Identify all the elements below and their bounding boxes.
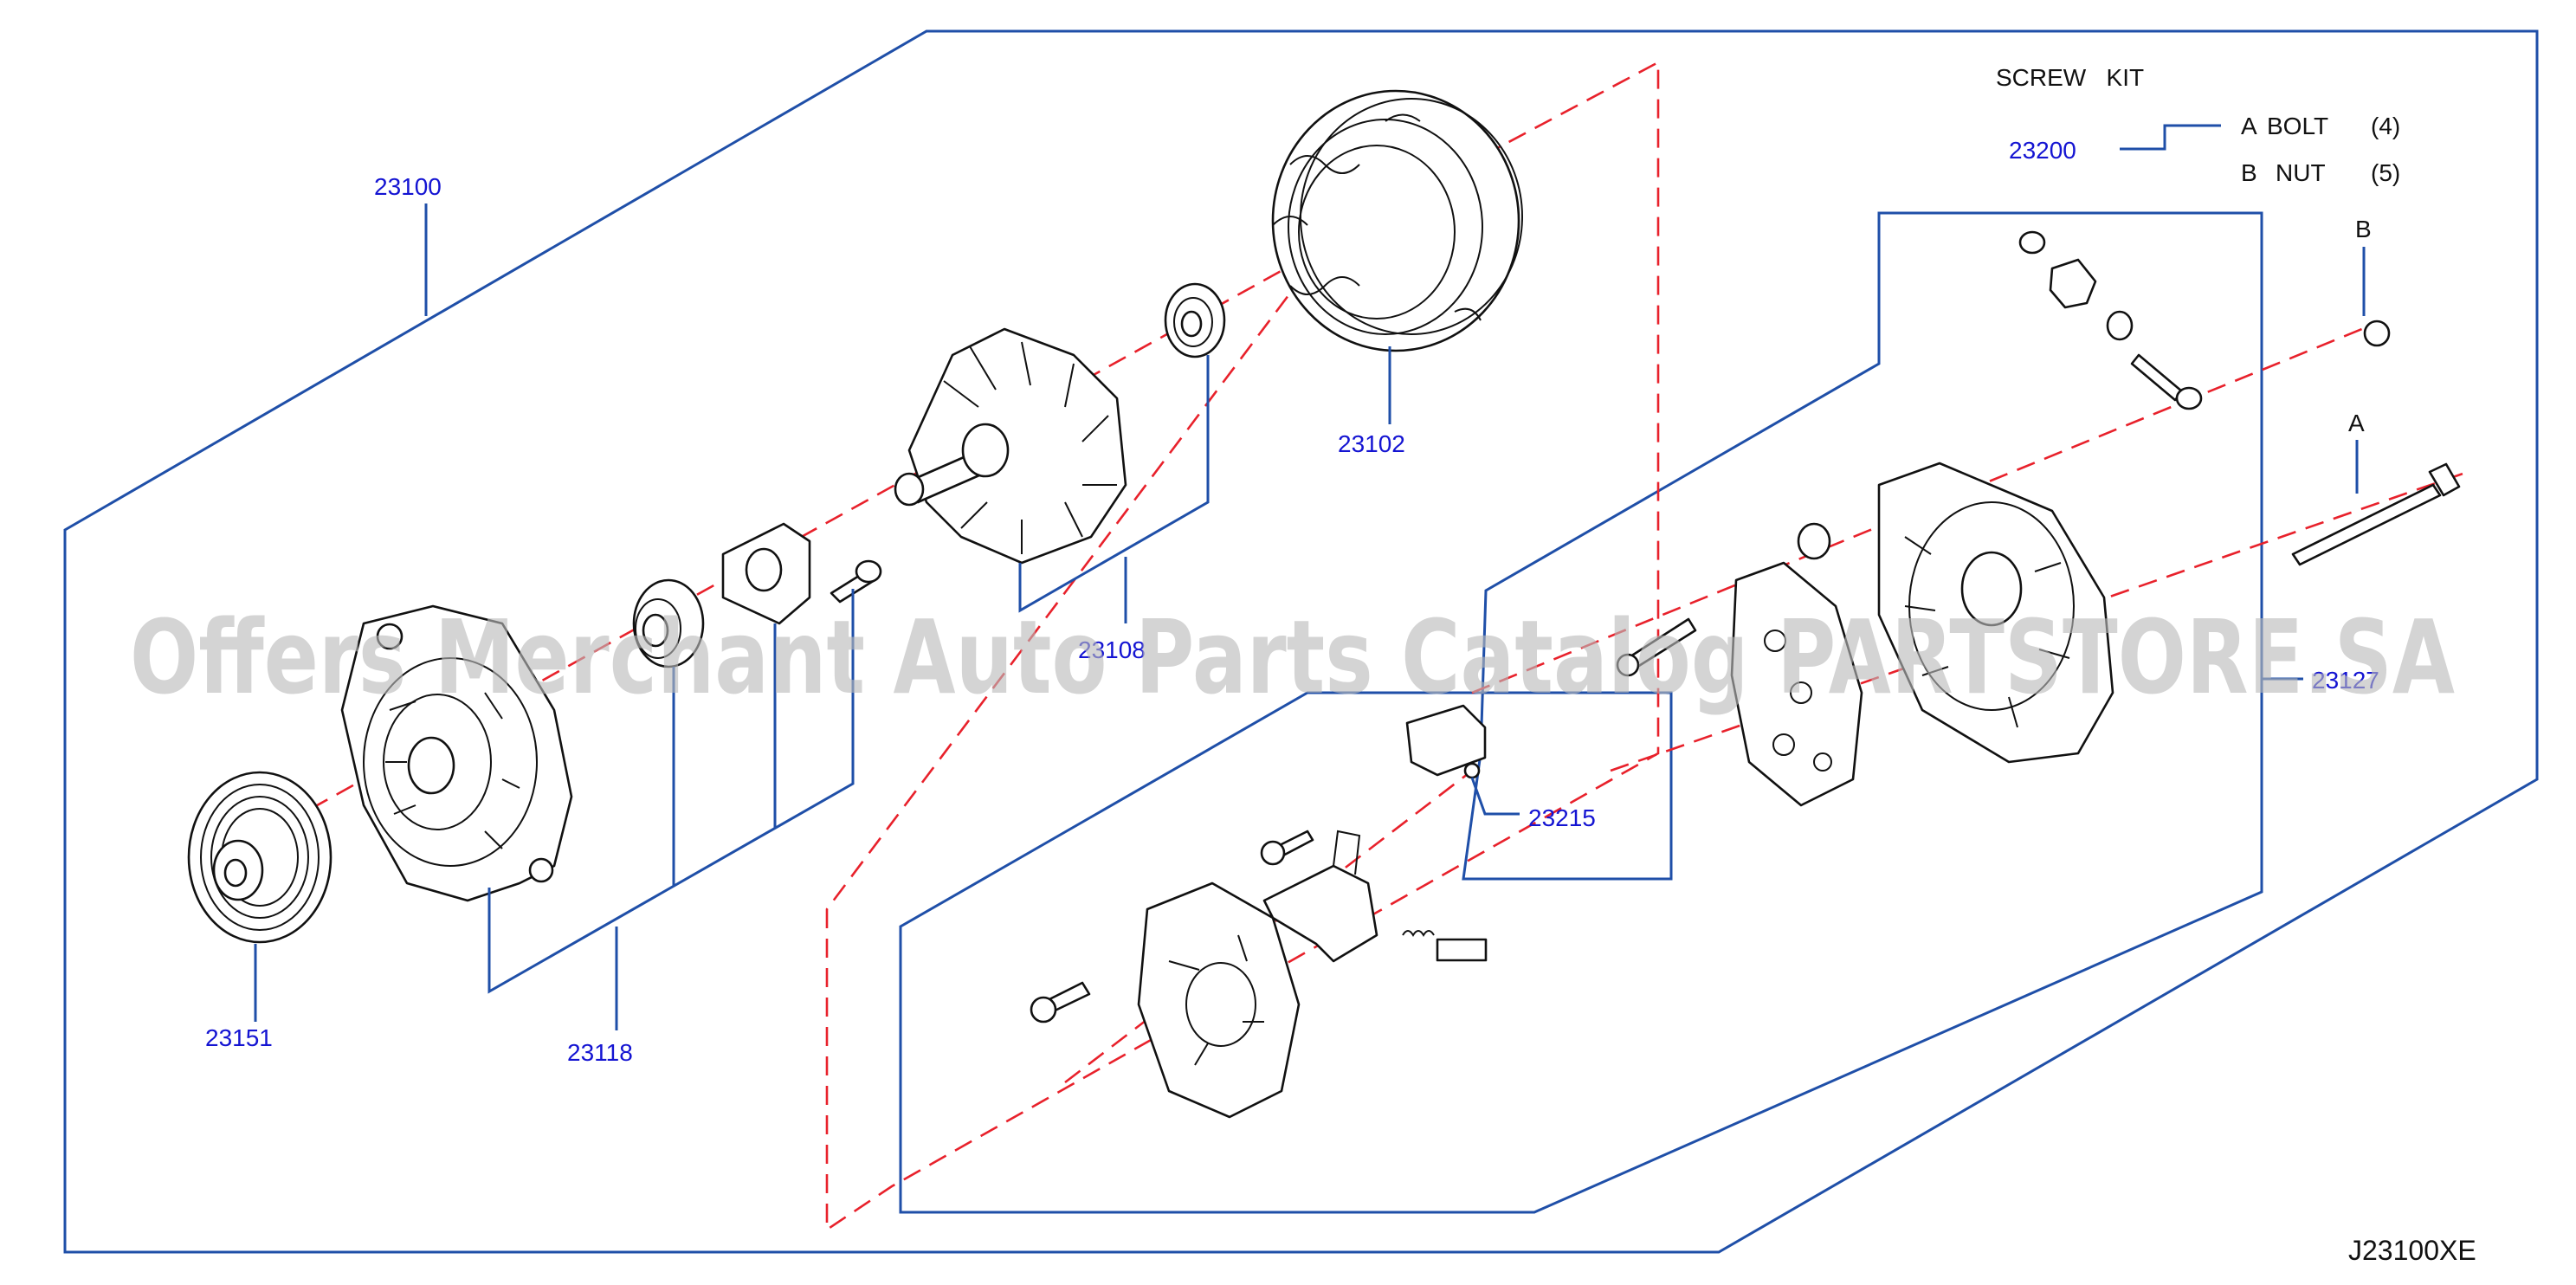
rectifier-stud-part — [1616, 617, 1697, 677]
part-number-23108[interactable]: 23108 — [1078, 636, 1146, 663]
rear-housing-part — [1877, 462, 2114, 764]
kit-item-a-qty: (4) — [2371, 113, 2400, 139]
retainer-plate-part — [721, 522, 811, 625]
kit-item-b-qty: (5) — [2371, 159, 2400, 186]
assembly-frame-23100 — [63, 29, 2539, 1254]
front-housing-part — [340, 604, 573, 902]
axis-line-brush — [1064, 769, 1473, 1084]
brush-screw-part — [1030, 981, 1091, 1023]
part-number-23102[interactable]: 23102 — [1338, 430, 1405, 457]
part-number-23127[interactable]: 23127 — [2312, 667, 2379, 694]
kit-item-a-name: BOLT — [2267, 113, 2328, 139]
leader-23215 — [1470, 777, 1520, 816]
end-cover-part — [1137, 881, 1301, 1119]
leader-23200 — [2120, 124, 2221, 151]
terminal-nut-part — [2018, 230, 2046, 255]
rotor-bearing-part — [1164, 282, 1226, 358]
rotor-part — [894, 327, 1127, 565]
part-number-23215[interactable]: 23215 — [1528, 804, 1596, 831]
leader-23118 — [487, 589, 855, 994]
terminal-insulator-part — [2049, 258, 2097, 309]
stator-part — [1271, 89, 1523, 352]
diagram-reference: J23100XE — [2348, 1235, 2476, 1266]
callout-b: B — [2355, 216, 2372, 242]
regulator-screw-part — [1260, 830, 1314, 866]
terminal-washer-part — [2106, 310, 2134, 341]
rectifier-part — [1730, 522, 1863, 807]
part-number-23200[interactable]: 23200 — [2009, 137, 2076, 164]
front-bearing-part — [632, 578, 705, 668]
part-number-23151[interactable]: 23151 — [205, 1024, 273, 1051]
terminal-bolt-part — [2130, 353, 2203, 410]
kit-item-a-letter: A — [2241, 113, 2257, 139]
kit-item-b-letter: B — [2241, 159, 2257, 186]
callout-a: A — [2348, 410, 2365, 436]
watermark: Offers Merchant Auto Parts Catalog PARTS… — [130, 597, 2455, 717]
kit-item-b-name: NUT — [2276, 159, 2326, 186]
brush-holder-part — [1262, 830, 1488, 963]
rear-assembly-frame — [899, 211, 2263, 1214]
screw-kit-title: SCREW KIT — [1996, 64, 2144, 91]
regulator-part — [1405, 704, 1487, 779]
nut-b-part — [2363, 320, 2391, 347]
leader-23108 — [1018, 355, 1210, 613]
axis-line-front — [207, 202, 1404, 868]
retainer-screw-part — [830, 559, 882, 604]
part-number-23100[interactable]: 23100 — [374, 173, 442, 200]
bolt-a-part — [2291, 462, 2461, 566]
pulley-part — [187, 771, 332, 944]
part-number-23118[interactable]: 23118 — [567, 1039, 633, 1066]
